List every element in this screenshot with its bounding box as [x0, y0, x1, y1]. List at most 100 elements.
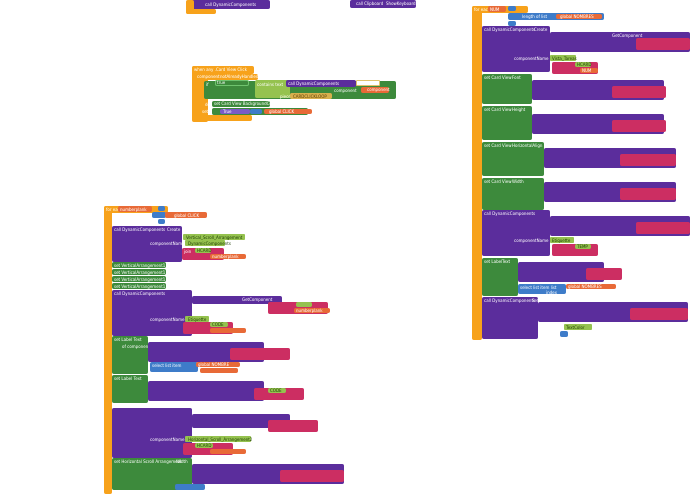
left-va-1[interactable] [112, 262, 166, 268]
event-true-block[interactable] [250, 109, 262, 114]
right-global-nombres[interactable] [556, 14, 602, 19]
right-join-1[interactable] [636, 38, 690, 50]
right-create-2[interactable] [482, 210, 550, 256]
left-global-names[interactable] [196, 362, 240, 367]
left-by-num[interactable] [158, 219, 165, 224]
left-join-6[interactable] [268, 420, 318, 432]
right-join-3[interactable] [612, 86, 666, 98]
right-temp[interactable] [575, 244, 591, 249]
right-cv-1[interactable] [482, 74, 532, 104]
right-view-tasks[interactable] [550, 55, 576, 61]
right-join-5[interactable] [620, 154, 676, 166]
event-piece-label: piece [280, 94, 291, 99]
left-np-5[interactable] [210, 449, 246, 454]
left-np-3[interactable] [210, 328, 246, 333]
left-code-2[interactable] [268, 388, 286, 393]
right-global-nombres-text: global NOMBRES [560, 14, 594, 19]
event-header[interactable] [192, 66, 254, 74]
event-and-block[interactable] [215, 80, 249, 86]
right-join-10[interactable] [630, 308, 688, 320]
left-create-2[interactable] [112, 290, 192, 336]
event-upcase[interactable] [290, 93, 332, 99]
left-np-1[interactable] [210, 254, 246, 259]
left-hcard-3[interactable] [195, 443, 213, 448]
right-join-6[interactable] [620, 188, 676, 200]
left-join-4[interactable] [230, 348, 290, 360]
left-code[interactable] [210, 322, 228, 327]
event-tf: True [223, 109, 232, 114]
left-loop-block[interactable] [104, 206, 112, 494]
event-set-bg[interactable] [212, 101, 270, 107]
right-cv-3[interactable] [482, 142, 544, 176]
right-select[interactable] [518, 284, 566, 294]
left-getcomp-5[interactable] [192, 414, 290, 428]
left-hcard-1[interactable] [195, 248, 211, 253]
right-from[interactable] [508, 6, 516, 11]
right-cv-3-prop: HorizontalAlign [512, 143, 543, 148]
left-np-1-text: numberplank [212, 254, 239, 259]
left-select-item[interactable] [150, 362, 198, 372]
left-to-num[interactable] [152, 212, 166, 218]
right-create-1-action: Create [534, 27, 548, 32]
event-dyn-call[interactable] [286, 80, 356, 87]
left-np-4[interactable] [200, 368, 238, 373]
right-cv-4-text: set Card View [484, 179, 512, 184]
left-scroll-arr[interactable] [183, 234, 245, 240]
right-global-nombres-2[interactable] [566, 284, 616, 289]
right-getcomp-7[interactable] [518, 262, 604, 282]
left-va-4[interactable] [112, 283, 166, 289]
right-join-7[interactable] [636, 222, 690, 234]
right-setprop[interactable] [482, 297, 538, 339]
right-create-1[interactable] [482, 26, 550, 72]
right-join-4[interactable] [612, 120, 666, 132]
right-label-set[interactable] [482, 258, 518, 296]
right-etiquette[interactable] [550, 237, 574, 243]
clipboard-block[interactable] [350, 0, 416, 8]
event-block[interactable] [192, 66, 208, 122]
left-hcard-2[interactable] [296, 302, 312, 307]
right-hcard-1[interactable] [575, 62, 591, 67]
event-component-getter[interactable] [220, 109, 250, 114]
right-cv-4[interactable] [482, 178, 544, 210]
left-global-names-text: global NOMBRE [198, 362, 230, 367]
left-va-3[interactable] [112, 276, 166, 282]
left-num-block[interactable] [175, 484, 205, 490]
event-component-var[interactable] [361, 87, 389, 93]
left-create-2-label: call DynamicComponents [114, 291, 166, 296]
event-getcomp-slot[interactable] [356, 80, 380, 86]
left-hsa-prop: Width [176, 459, 188, 464]
right-textcolor[interactable] [564, 324, 592, 330]
right-loop-var[interactable] [488, 6, 506, 12]
left-join-5[interactable] [254, 388, 304, 400]
top-dyn-call-block[interactable] [190, 0, 270, 9]
event-param: component [197, 74, 220, 79]
top-control-stub[interactable] [186, 0, 194, 14]
left-getcomp-2[interactable] [192, 296, 282, 304]
left-create-3[interactable] [112, 408, 192, 458]
right-cv-2[interactable] [482, 106, 532, 140]
right-loop-block[interactable] [472, 6, 482, 340]
left-loop-label: for each [106, 207, 123, 212]
left-from-num[interactable] [158, 206, 165, 211]
event-global-click[interactable] [264, 109, 312, 114]
left-horizontal[interactable] [185, 436, 251, 442]
left-global-click[interactable] [165, 212, 207, 218]
right-by[interactable] [508, 21, 516, 26]
left-join-8[interactable] [280, 470, 344, 482]
right-num-1[interactable] [580, 68, 598, 73]
left-va-2[interactable] [112, 269, 166, 275]
left-type-1[interactable] [185, 240, 225, 246]
left-np-2[interactable] [294, 308, 330, 313]
right-value-num[interactable] [560, 331, 568, 337]
left-create-1[interactable] [112, 226, 182, 262]
contains-block[interactable] [255, 80, 290, 98]
left-label-set-1[interactable] [112, 336, 148, 374]
left-label-set-2[interactable] [112, 375, 148, 403]
left-loop-var[interactable] [118, 206, 152, 212]
left-getcomp-4[interactable] [148, 381, 264, 401]
right-etiquette-text: Etiquette [552, 238, 571, 243]
right-cv-2-text: set Card View [484, 107, 512, 112]
right-join-9[interactable] [586, 268, 622, 280]
left-etiquette[interactable] [185, 316, 209, 322]
